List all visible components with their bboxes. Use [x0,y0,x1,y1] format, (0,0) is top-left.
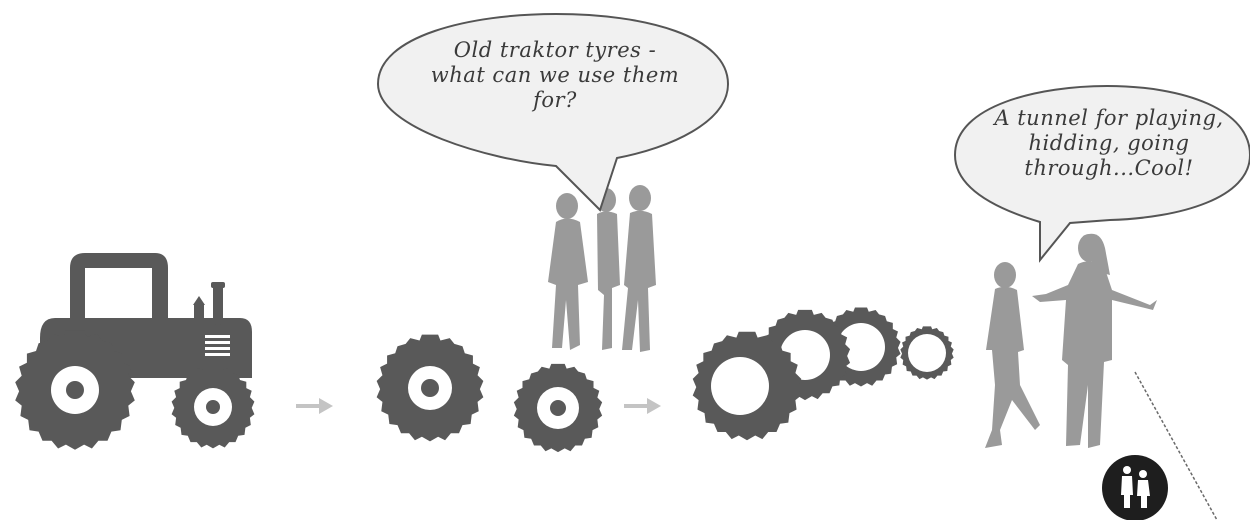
speech-bubble-1-text: Old traktor tyres - what can we use them… [405,38,705,113]
tyre-tunnel-icon [693,307,954,440]
tyre-pair-icon [377,335,603,453]
arrow-right-icon [624,398,661,414]
tractor-icon [15,253,254,450]
two-people-badge-icon [1102,455,1168,520]
three-children-silhouette-icon [548,185,656,352]
speech-bubble-2-text: A tunnel for playing, hidding, going thr… [975,106,1243,181]
boy-silhouette-icon [985,262,1040,448]
bubble-2-line-2: hidding, going [975,131,1243,156]
bubble-1-line-2: what can we use them [405,63,705,88]
woman-silhouette-icon [1032,234,1157,448]
bubble-2-line-3: through...Cool! [975,156,1243,181]
bubble-1-line-1: Old traktor tyres - [405,38,705,63]
arrow-right-icon [296,398,333,414]
bubble-2-line-1: A tunnel for playing, [975,106,1243,131]
bubble-1-line-3: for? [405,88,705,113]
